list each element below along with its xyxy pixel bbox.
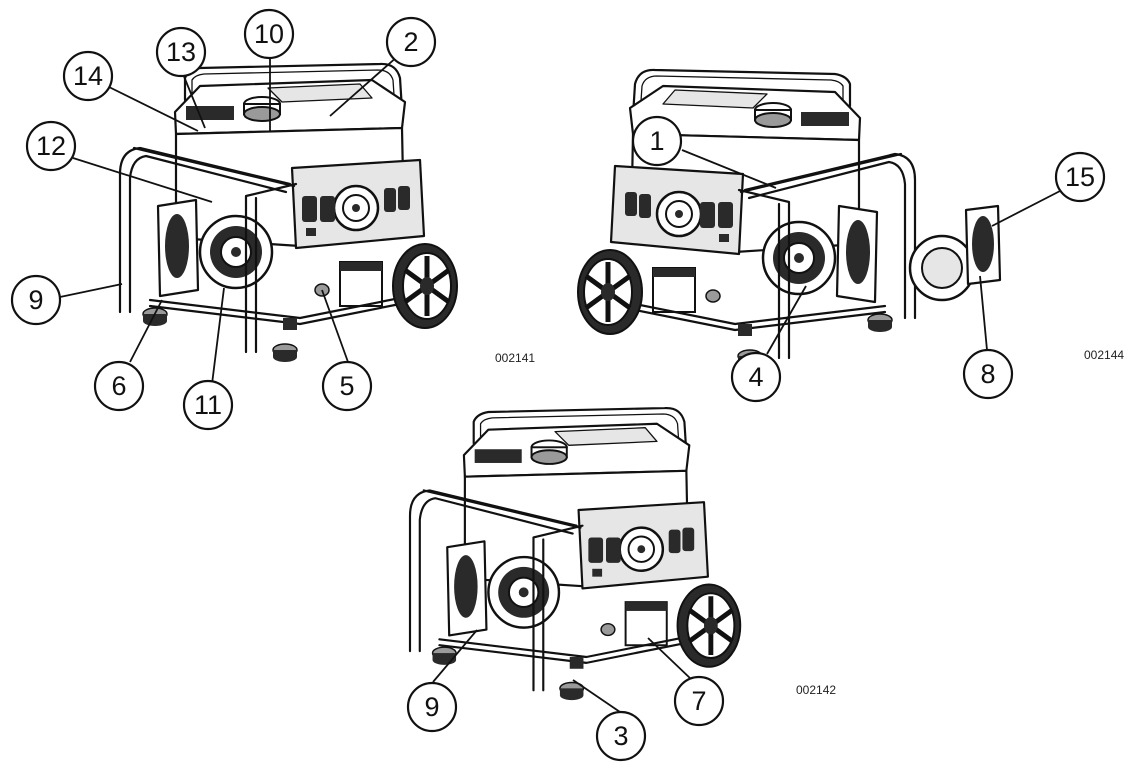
svg-text:1: 1 — [649, 126, 664, 156]
callout-9-view-c: 9 — [406, 681, 458, 733]
callout-7: 7 — [673, 675, 725, 727]
callout-1: 1 — [631, 115, 683, 167]
leader-lines — [59, 55, 1063, 713]
svg-text:3: 3 — [613, 721, 628, 751]
svg-text:13: 13 — [166, 37, 196, 67]
svg-text:9: 9 — [28, 285, 43, 315]
svg-text:2: 2 — [403, 27, 418, 57]
figure-code-view-a: 002141 — [495, 351, 535, 365]
callout-2: 2 — [385, 16, 437, 68]
callout-15: 15 — [1054, 151, 1106, 203]
callout-6: 6 — [93, 360, 145, 412]
svg-text:15: 15 — [1065, 162, 1095, 192]
callout-13: 13 — [155, 26, 207, 78]
generator-view-front-left-lower — [410, 408, 740, 700]
figure-code-view-b: 002144 — [1084, 348, 1124, 362]
callout-12: 12 — [25, 120, 77, 172]
svg-text:4: 4 — [748, 362, 763, 392]
svg-text:9: 9 — [424, 692, 439, 722]
svg-text:6: 6 — [111, 371, 126, 401]
svg-text:5: 5 — [339, 371, 354, 401]
svg-text:11: 11 — [194, 390, 222, 420]
svg-text:8: 8 — [980, 359, 995, 389]
svg-text:12: 12 — [36, 131, 66, 161]
callout-9-view-a: 9 — [10, 274, 62, 326]
callout-5: 5 — [321, 360, 373, 412]
callout-14: 14 — [62, 50, 114, 102]
svg-text:14: 14 — [73, 61, 103, 91]
callout-4: 4 — [730, 351, 782, 403]
generator-view-front-left — [120, 64, 457, 362]
figure-code-view-c: 002142 — [796, 683, 836, 697]
callout-11: 11 — [182, 379, 234, 431]
callout-3: 3 — [595, 710, 647, 762]
svg-text:7: 7 — [691, 686, 706, 716]
callout-8: 8 — [962, 348, 1014, 400]
svg-text:10: 10 — [254, 19, 284, 49]
generator-view-rear-right — [578, 70, 1002, 368]
callout-10: 10 — [243, 8, 295, 60]
